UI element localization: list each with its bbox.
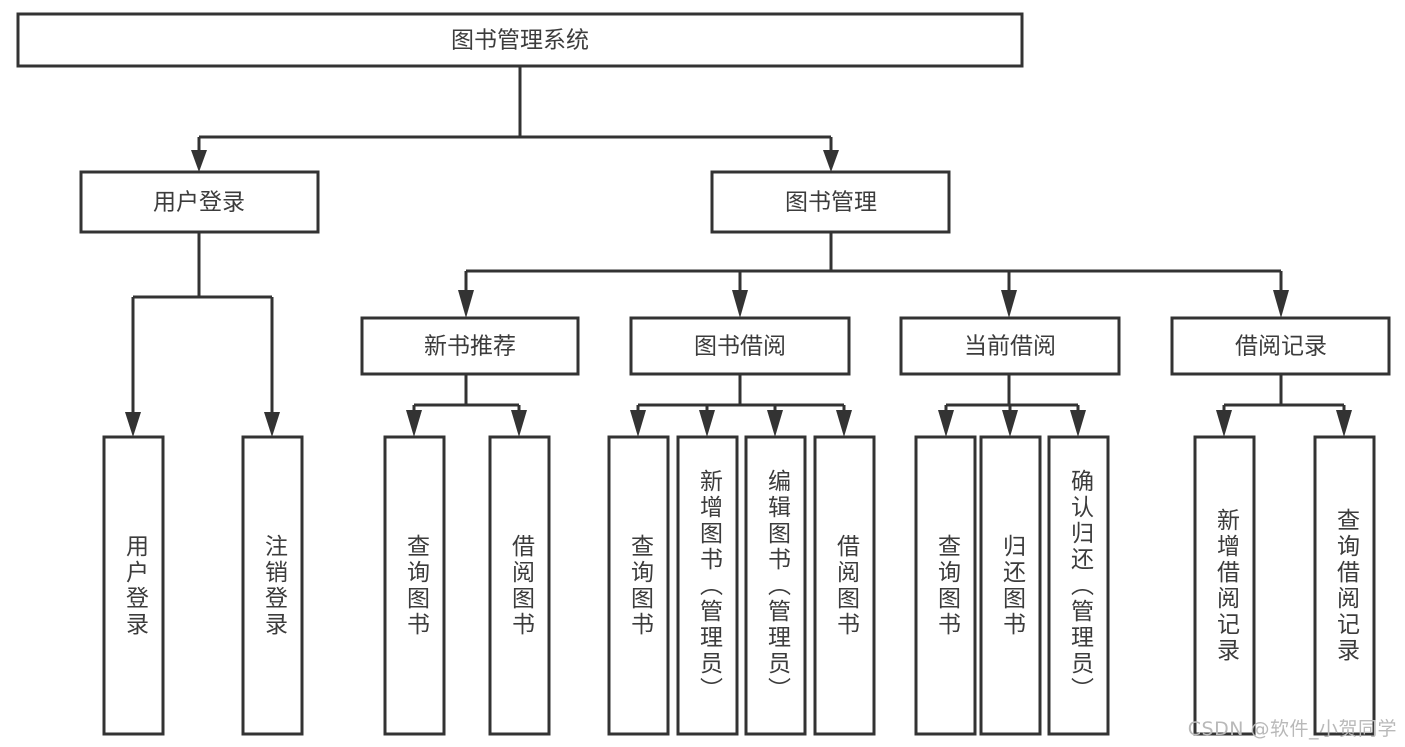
arrowhead-leaf-query-book-1 <box>406 410 422 437</box>
arrowhead-borrow-record <box>1273 290 1289 318</box>
node-leaf-borrow-book-1-label: 借阅图书 <box>508 534 536 638</box>
arrowhead-leaf-confirm-return <box>1070 410 1086 437</box>
node-book-borrow-box[interactable] <box>629 316 851 376</box>
node-leaf-borrow-book-2[interactable]: 借阅图书 <box>813 435 876 736</box>
arrowhead-book-borrow <box>732 290 748 318</box>
node-leaf-query-book-1-label: 查询图书 <box>403 534 431 638</box>
node-leaf-add-book[interactable]: 新增图书（管理员） <box>676 435 739 736</box>
arrowhead-leaf-query-book-2 <box>630 410 646 437</box>
node-leaf-query-record-label: 查询借阅记录 <box>1333 508 1361 664</box>
node-leaf-add-record-box[interactable] <box>1193 435 1256 736</box>
node-leaf-query-book-2-box[interactable] <box>607 435 670 736</box>
node-leaf-return-book[interactable]: 归还图书 <box>979 435 1042 736</box>
node-leaf-logout-login-box[interactable] <box>241 435 304 736</box>
node-book-manage[interactable]: 图书管理 <box>710 170 951 234</box>
arrowhead-leaf-borrow-book-2 <box>836 410 852 437</box>
node-leaf-edit-book-box[interactable] <box>744 435 807 736</box>
node-root-box[interactable] <box>16 12 1024 68</box>
node-leaf-user-login-label: 用户登录 <box>122 534 150 638</box>
arrowhead-book-manage <box>823 150 839 172</box>
node-leaf-edit-book[interactable]: 编辑图书（管理员） <box>744 435 807 736</box>
node-current-borrow-label: 当前借阅 <box>964 334 1056 360</box>
node-leaf-query-book-2-label: 查询图书 <box>627 534 655 638</box>
node-leaf-query-record-box[interactable] <box>1313 435 1376 736</box>
node-leaf-query-book-3-box[interactable] <box>914 435 977 736</box>
node-leaf-user-login[interactable]: 用户登录 <box>102 435 165 736</box>
arrowhead-leaf-query-record <box>1336 410 1352 437</box>
node-root-label: 图书管理系统 <box>451 28 589 54</box>
node-leaf-borrow-book-1[interactable]: 借阅图书 <box>488 435 551 736</box>
arrowhead-leaf-return-book <box>1002 410 1018 437</box>
node-user-login-label: 用户登录 <box>153 190 245 216</box>
node-new-book-recommend-label: 新书推荐 <box>424 334 516 360</box>
node-leaf-query-book-2[interactable]: 查询图书 <box>607 435 670 736</box>
arrowhead-leaf-edit-book <box>767 410 783 437</box>
node-leaf-confirm-return[interactable]: 确认归还（管理员） <box>1047 435 1110 736</box>
node-current-borrow[interactable]: 当前借阅 <box>899 316 1121 376</box>
arrowhead-leaf-add-record <box>1216 410 1232 437</box>
node-leaf-query-book-3[interactable]: 查询图书 <box>914 435 977 736</box>
node-leaf-return-book-label: 归还图书 <box>999 534 1027 638</box>
node-book-borrow-label: 图书借阅 <box>694 334 786 360</box>
arrowhead-leaf-logout-login <box>264 412 280 437</box>
node-leaf-add-record-label: 新增借阅记录 <box>1213 508 1241 664</box>
node-user-login[interactable]: 用户登录 <box>79 170 320 234</box>
node-current-borrow-box[interactable] <box>899 316 1121 376</box>
node-leaf-query-book-1[interactable]: 查询图书 <box>383 435 446 736</box>
arrowhead-user-login <box>191 150 207 172</box>
node-leaf-query-record[interactable]: 查询借阅记录 <box>1313 435 1376 736</box>
node-leaf-add-book-label: 新增图书（管理员） <box>696 469 724 703</box>
node-book-manage-label: 图书管理 <box>785 190 877 216</box>
node-leaf-borrow-book-1-box[interactable] <box>488 435 551 736</box>
node-leaf-query-book-3-label: 查询图书 <box>934 534 962 638</box>
arrowhead-leaf-user-login <box>125 412 141 437</box>
arrowhead-leaf-borrow-book-1 <box>511 410 527 437</box>
node-leaf-borrow-book-2-label: 借阅图书 <box>833 534 861 638</box>
node-leaf-add-book-box[interactable] <box>676 435 739 736</box>
node-leaf-confirm-return-label: 确认归还（管理员） <box>1067 469 1095 703</box>
node-leaf-confirm-return-box[interactable] <box>1047 435 1110 736</box>
node-leaf-logout-login[interactable]: 注销登录 <box>241 435 304 736</box>
arrowhead-leaf-query-book-3 <box>938 410 954 437</box>
node-borrow-record-box[interactable] <box>1170 316 1391 376</box>
node-leaf-edit-book-label: 编辑图书（管理员） <box>764 469 792 703</box>
node-leaf-logout-login-label: 注销登录 <box>261 534 289 638</box>
node-new-book-recommend[interactable]: 新书推荐 <box>360 316 580 376</box>
node-root[interactable]: 图书管理系统 <box>16 12 1024 68</box>
node-borrow-record-label: 借阅记录 <box>1235 334 1327 360</box>
node-borrow-record[interactable]: 借阅记录 <box>1170 316 1391 376</box>
node-leaf-query-book-1-box[interactable] <box>383 435 446 736</box>
node-book-borrow[interactable]: 图书借阅 <box>629 316 851 376</box>
arrowhead-new-book-recommend <box>458 290 474 318</box>
node-leaf-add-record[interactable]: 新增借阅记录 <box>1193 435 1256 736</box>
node-leaf-return-book-box[interactable] <box>979 435 1042 736</box>
arrowhead-leaf-add-book <box>699 410 715 437</box>
node-leaf-borrow-book-2-box[interactable] <box>813 435 876 736</box>
node-user-login-box[interactable] <box>79 170 320 234</box>
connector-layer <box>125 66 1352 437</box>
node-leaf-user-login-box[interactable] <box>102 435 165 736</box>
node-book-manage-box[interactable] <box>710 170 951 234</box>
arrowhead-current-borrow <box>1001 290 1017 318</box>
node-new-book-recommend-box[interactable] <box>360 316 580 376</box>
